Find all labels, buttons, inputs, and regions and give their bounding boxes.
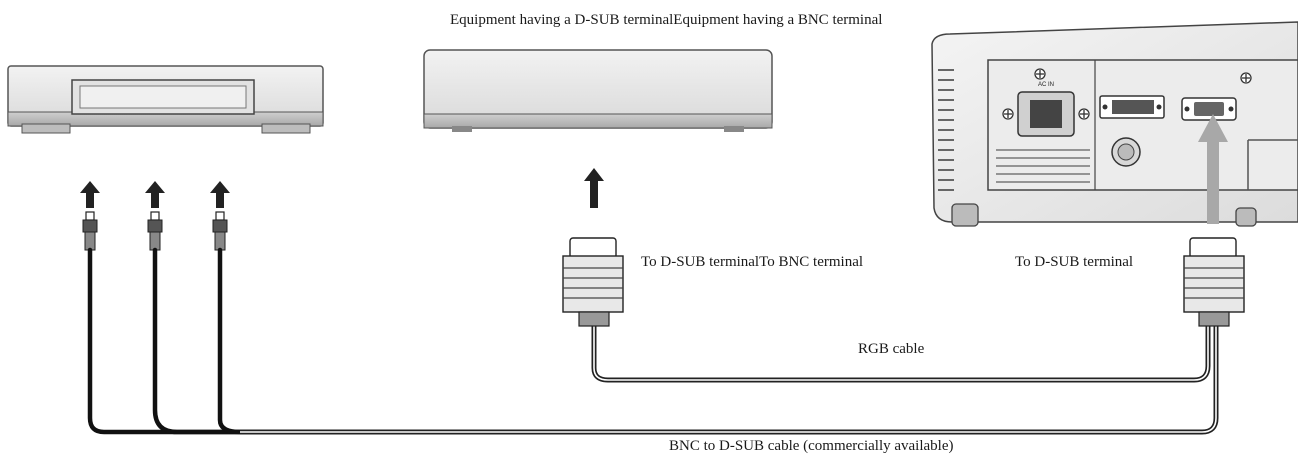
arrow-up-icon (145, 181, 165, 208)
bnc-plug-icon (212, 211, 228, 251)
arrow-up-icon (584, 168, 604, 208)
projector: AC IN (931, 21, 1298, 227)
bnc-plug-icon (147, 211, 163, 251)
ground-screw-icon (1078, 108, 1090, 120)
rgb-cable-label: RGB cable (858, 341, 925, 357)
dsub-plug-icon (1183, 237, 1245, 327)
bnc-cable-label: BNC to D-SUB cable (commercially availab… (669, 438, 954, 454)
bnc-equipment (7, 65, 324, 134)
dvi-port (1099, 95, 1165, 119)
dsub-plug-icon (562, 237, 624, 327)
to-dsub-label: To D-SUB terminal (1015, 254, 1134, 270)
bnc-to-dsub-cable (87, 247, 243, 435)
ac-in-socket (1017, 91, 1075, 137)
ground-screw-icon (1034, 68, 1046, 80)
to-dsub-bnc-label: To D-SUB terminalTo BNC terminal (641, 254, 864, 270)
arrow-up-icon (80, 181, 100, 208)
dsub-equipment (423, 49, 773, 132)
ground-screw-icon (1002, 108, 1014, 120)
arrow-up-icon (210, 181, 230, 208)
arrow-up-icon (1198, 114, 1228, 224)
projector-dsub-port (1181, 97, 1237, 121)
ac-in-label: AC IN (1038, 82, 1054, 88)
equipment-label: Equipment having a D-SUB terminalEquipme… (450, 12, 883, 28)
round-connector (1111, 137, 1141, 167)
ground-screw-icon (1240, 72, 1252, 84)
bnc-plug-icon (82, 211, 98, 251)
